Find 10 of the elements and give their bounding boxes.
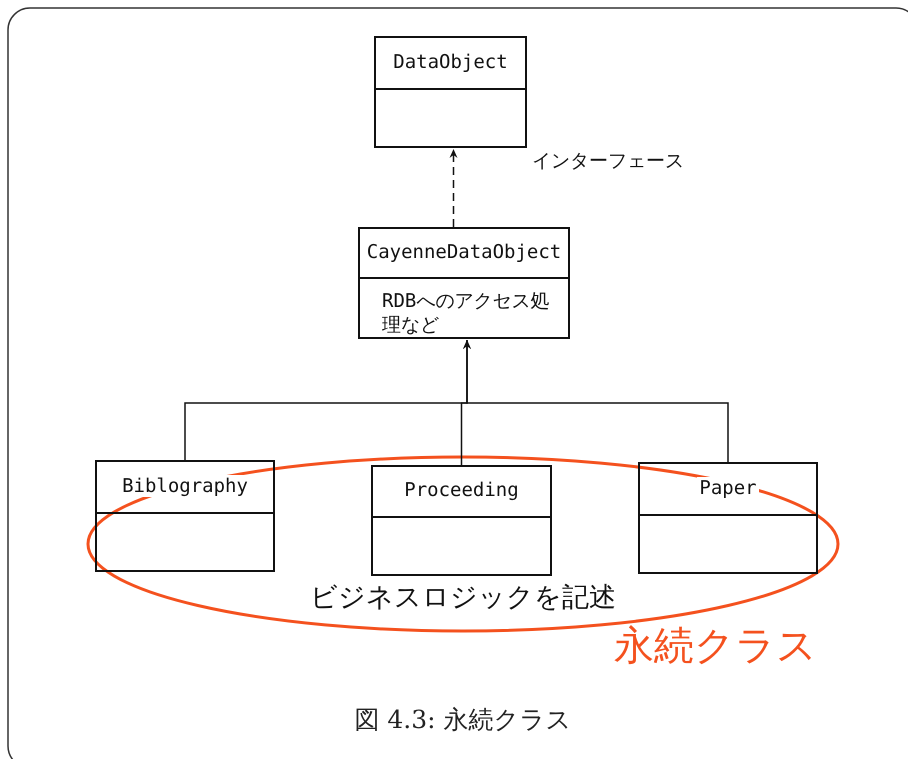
class-note: RDBへのアクセス処理など	[382, 289, 550, 337]
class-name: Paper	[697, 477, 759, 499]
arrow	[450, 149, 458, 227]
group-label: 永続クラス	[614, 622, 817, 671]
class-box	[374, 36, 527, 148]
caption: 図 4.3: 永続クラス	[353, 704, 573, 736]
arrow	[463, 340, 729, 462]
group-note: ビジネスロジックを記述	[309, 581, 617, 615]
note-label: インターフェース	[532, 149, 684, 174]
class-box	[358, 227, 570, 339]
